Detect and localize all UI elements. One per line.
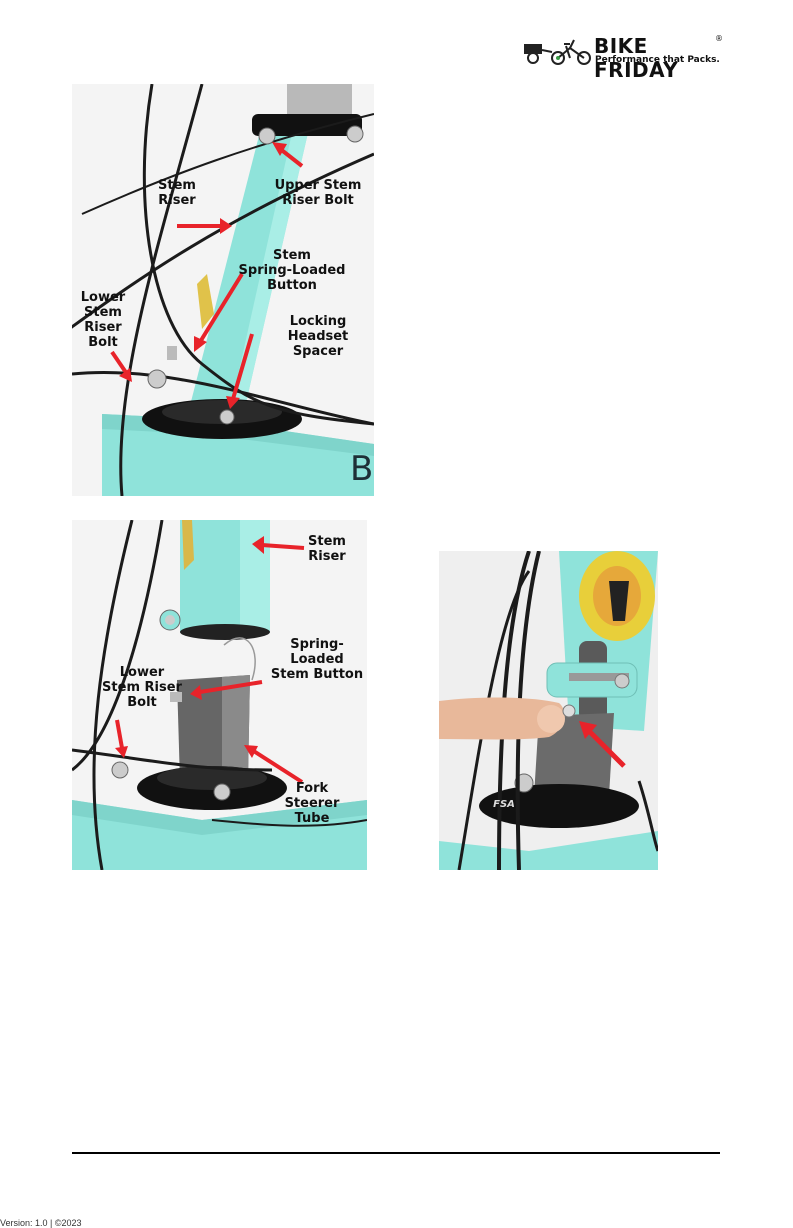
footer-text: Version: 1.0 | ©2023 (0, 1218, 82, 1228)
brand-logo: BIKE FRIDAY ® Performance that Packs. (522, 34, 722, 68)
label-lower-stem-riser-bolt-2: Lower Stem Riser Bolt (92, 665, 192, 710)
label-lower-stem-riser-bolt: Lower Stem Riser Bolt (72, 290, 134, 350)
bike-trailer-icon (522, 38, 594, 66)
registered-mark: ® (715, 34, 723, 43)
label-fork-steerer-tube: Fork Steerer Tube (277, 781, 347, 826)
headset-brand: FSA (484, 797, 524, 812)
label-spring-loaded-stem-button: Spring- Loaded Stem Button (262, 637, 367, 682)
brand-tagline: Performance that Packs. (595, 55, 720, 65)
label-upper-stem-riser-bolt: Upper Stem Riser Bolt (258, 178, 374, 208)
photo-stem-riser-removed: Stem Riser Spring- Loaded Stem Button Lo… (72, 520, 367, 870)
label-stem-riser-2: Stem Riser (297, 534, 357, 564)
frame-letter: B (350, 452, 374, 486)
photo-pressing-button: FSA (439, 551, 658, 870)
photo-stem-riser-assembled: Upper Stem Riser Bolt Stem Riser Stem Sp… (72, 84, 374, 496)
label-stem-riser: Stem Riser (142, 178, 212, 208)
label-locking-headset-spacer: Locking Headset Spacer (268, 314, 368, 359)
label-stem-spring-loaded-button: Stem Spring-Loaded Button (232, 248, 352, 293)
footer-rule (72, 1152, 720, 1154)
